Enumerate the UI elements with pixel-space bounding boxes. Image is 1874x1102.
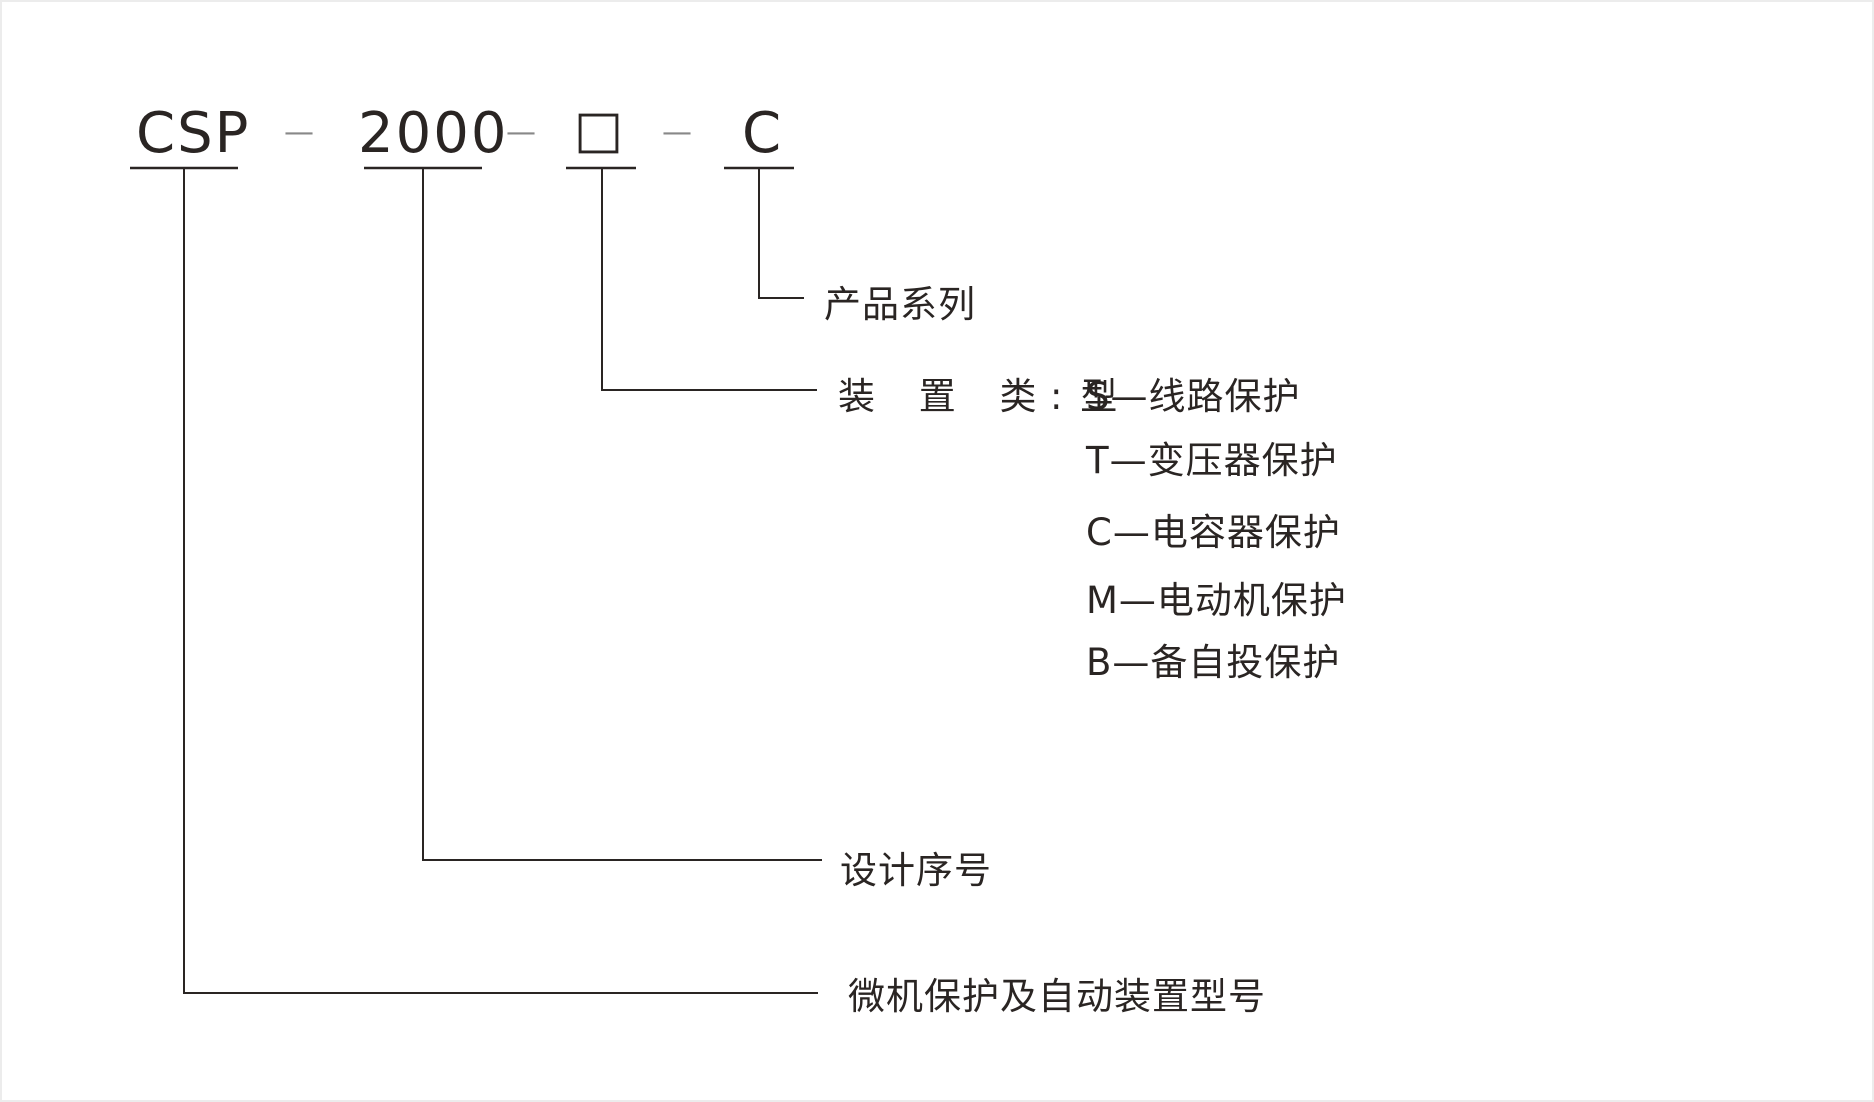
code-prefix: CSP [136,101,251,166]
separator-2: — [506,115,536,150]
device-type-item: C—电容器保护 [1086,511,1341,554]
code-design-number: 2000 [358,101,509,166]
label-device-type: 装 置 类 型 [838,375,1134,418]
device-type-item: B—备自投保护 [1086,641,1341,684]
device-type-item: T—变压器保护 [1086,439,1338,482]
label-model: 微机保护及自动装置型号 [848,975,1266,1018]
leader-device-type [601,168,817,391]
label-series: 产品系列 [824,283,976,326]
separator-3: — [662,115,692,150]
separator-1: — [284,115,314,150]
label-design-number: 设计序号 [840,849,992,892]
code-series: C [742,101,784,166]
label-device-type-colon: : [1050,375,1064,418]
code-type-slot: □ [574,100,626,160]
leader-model [183,168,818,994]
leader-design-number [422,168,822,861]
device-type-item: M—电动机保护 [1086,579,1347,622]
device-type-item: S—线路保护 [1086,375,1301,418]
leader-series [758,168,804,299]
